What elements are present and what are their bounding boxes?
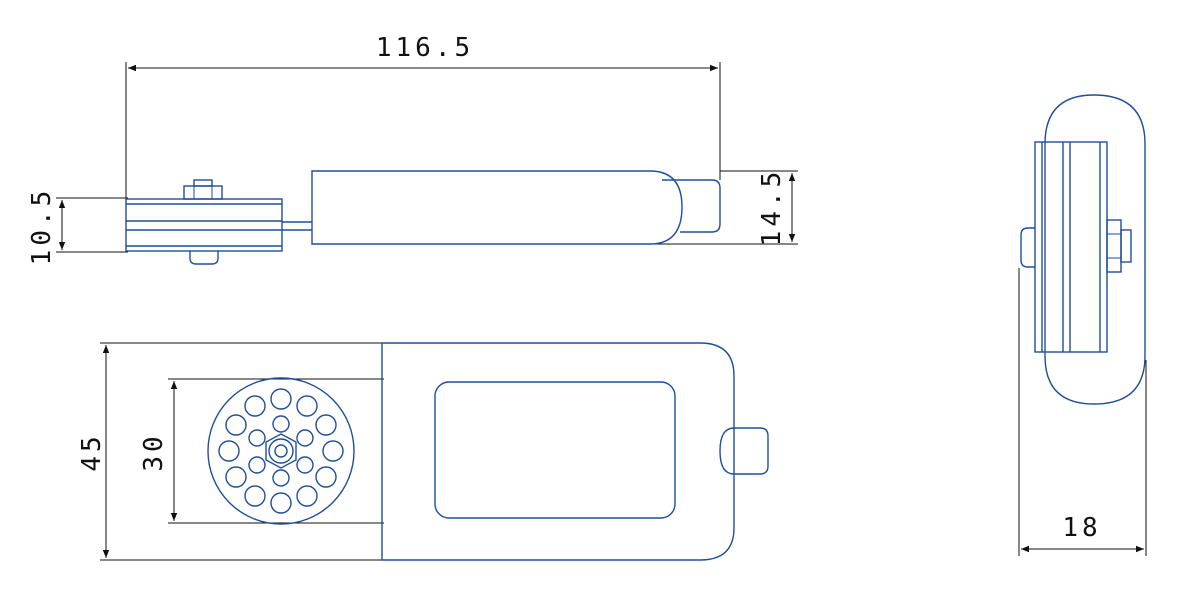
side-view: 18 xyxy=(1018,94,1147,556)
side-width-label: 18 xyxy=(1062,513,1101,543)
body-height-label: 14.5 xyxy=(757,168,787,247)
body-plan xyxy=(381,342,769,561)
side-width-dimension: 18 xyxy=(1018,268,1147,556)
pulley-diameter-label: 30 xyxy=(139,432,169,471)
top-view: 116.5 10.5 14.5 xyxy=(27,33,798,265)
width-label: 45 xyxy=(77,432,107,471)
body-height-dimension: 14.5 xyxy=(650,168,798,247)
rod xyxy=(282,221,312,231)
pulley-height-label: 10.5 xyxy=(27,187,57,266)
pulley-plan xyxy=(207,377,355,525)
pulley-diameter-dimension: 30 xyxy=(139,378,384,524)
pulley-height-dimension: 10.5 xyxy=(27,187,128,266)
pulley-side xyxy=(125,179,283,265)
plan-view: 45 30 xyxy=(77,342,769,561)
overall-length-dimension: 116.5 xyxy=(125,33,721,200)
body-side xyxy=(311,170,721,245)
width-dimension: 45 xyxy=(77,342,384,561)
overall-length-label: 116.5 xyxy=(376,33,474,63)
